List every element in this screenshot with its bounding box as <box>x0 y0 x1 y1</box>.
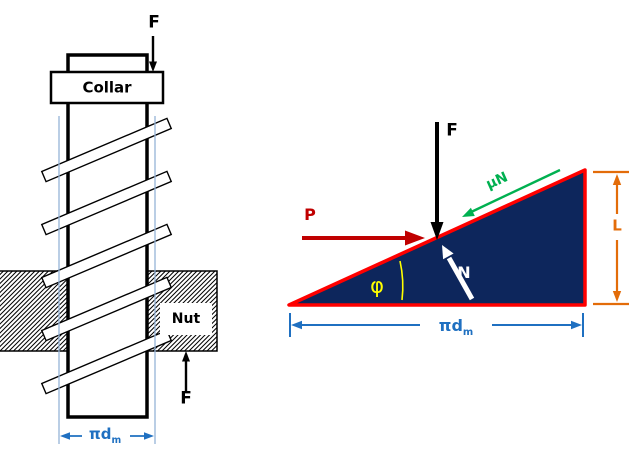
subscript-m: m <box>462 327 474 339</box>
subscript-m: m <box>111 434 122 446</box>
load-force-arrow <box>430 122 444 240</box>
arrowhead-down <box>612 291 622 302</box>
effort-force-label: P <box>304 205 316 224</box>
arrowhead-normal <box>442 245 454 260</box>
thread-bar <box>40 170 173 236</box>
friction-force-arrow <box>462 168 561 217</box>
diameter-dim-label: πdm <box>88 424 122 446</box>
arrowhead-right <box>405 230 425 246</box>
collar-label: Collar <box>82 78 132 97</box>
lead-label: L <box>612 216 622 235</box>
nut-label-box <box>160 303 212 335</box>
load-bottom-label: F <box>180 388 192 409</box>
arrowhead-down <box>430 222 444 240</box>
lead-angle-label: φ <box>370 273 384 298</box>
dimension-ticks <box>289 313 584 337</box>
circumference-dimension <box>289 313 584 337</box>
thread-bar <box>40 276 173 342</box>
arrowhead-up <box>612 174 622 185</box>
lead-dimension <box>593 170 629 306</box>
pi-symbol: π <box>88 424 101 443</box>
load-top-label: F <box>148 12 160 33</box>
collar-box <box>49 70 165 105</box>
dimension-arrow-left <box>291 320 302 330</box>
d-symbol: d <box>100 424 112 443</box>
thread-bars <box>40 117 173 395</box>
circumference-dim-label: πdm <box>438 315 474 339</box>
dimension-arrow-right <box>571 320 582 330</box>
load-arrow-bottom <box>182 351 190 391</box>
arrowhead-up <box>182 351 190 362</box>
screw-figure <box>0 36 218 444</box>
arrowhead-downslope <box>462 207 475 217</box>
thread-bar <box>40 223 173 289</box>
normal-force-label: N <box>457 263 471 282</box>
dimension-arrow-left <box>60 432 70 440</box>
incline-figure <box>287 122 629 337</box>
d-symbol: d <box>451 315 463 335</box>
nut-label: Nut <box>171 311 201 327</box>
normal-force-arrow <box>442 245 475 301</box>
thread-bar <box>40 117 173 183</box>
pi-symbol: π <box>438 315 452 335</box>
arrowhead-down <box>149 61 157 72</box>
diameter-dimension <box>60 432 154 440</box>
effort-force-arrow <box>302 230 425 246</box>
lead-angle-arc <box>399 260 404 301</box>
extension-lines <box>58 116 156 444</box>
lead-dimension-ticks <box>593 170 629 306</box>
dimension-arrow-right <box>144 432 154 440</box>
load-arrow-top <box>149 36 157 72</box>
load-force-label: F <box>446 120 458 141</box>
thread-bar <box>40 329 173 395</box>
